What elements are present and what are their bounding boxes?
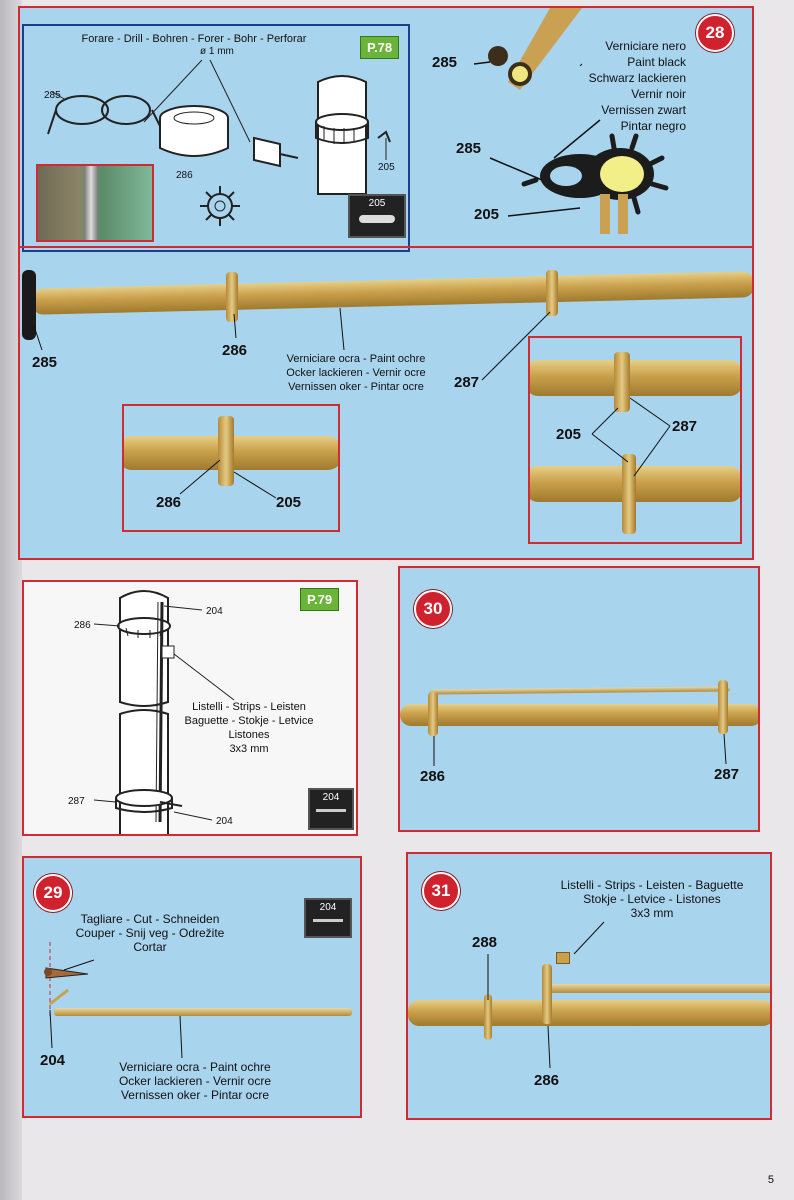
step-28-diagram (473, 8, 669, 234)
detail-label-205b: 205 (556, 426, 582, 443)
detail-inset-205-287: 205 287 (528, 336, 742, 544)
step-31-label-286: 286 (534, 1072, 560, 1089)
mast-strip-diagram (93, 590, 235, 834)
page-spine-shadow (0, 0, 22, 1200)
detail-ref-p78: P.78 (360, 36, 400, 59)
part-204-box-step29: 204 (304, 898, 352, 938)
part-286-label: 286 (176, 170, 193, 181)
mast-detail-photo (36, 164, 154, 242)
detail-inset-286-205: 286 205 (122, 404, 340, 532)
part-287-label-rod: 287 (454, 374, 480, 391)
detail-clamp-286 (218, 416, 234, 486)
part-286-label-rod: 286 (222, 342, 248, 359)
drill-instruction: Forare - Drill - Bohren - Forer - Bohr -… (81, 33, 307, 45)
detail-clamp-upper (614, 352, 630, 412)
step-30-panel: 30 286 287 (398, 566, 760, 832)
step-31-leaders (487, 921, 605, 1069)
step-29-number: 29 (34, 874, 72, 912)
step-30-label-286: 286 (420, 768, 446, 785)
part-285-callout-top: 285 (432, 54, 458, 71)
step-30-clamp-287 (718, 680, 728, 734)
strip-profile-square (556, 952, 570, 964)
step-30-clamp-286 (428, 692, 438, 736)
part-285-callout-mid: 285 (456, 140, 482, 157)
part-205-label: 205 (378, 162, 395, 173)
step-28-rod-leaders (33, 307, 551, 381)
part-204-box-mast: 204 (308, 788, 354, 830)
part-205-callout: 205 (474, 206, 500, 223)
mast-strip-panel: P.79 286 204 287 204 Listelli - Strips -… (22, 580, 358, 836)
step-31-label-288: 288 (472, 934, 498, 951)
step-30-leaders (433, 733, 727, 766)
detail-rod-upper (530, 360, 740, 396)
detail-label-287b: 287 (672, 418, 698, 435)
step-29-strip (54, 1008, 352, 1016)
step-30-label-287: 287 (714, 766, 740, 783)
clamp-286 (226, 272, 238, 322)
drill-detail-inset: Forare - Drill - Bohren - Forer - Bohr -… (22, 24, 410, 252)
detail-label-286: 286 (156, 494, 182, 511)
step-31-rod (408, 1000, 770, 1026)
part-285-label: 285 (44, 90, 61, 101)
step-31-panel: 31 Listelli - Strips - Leisten - Baguett… (406, 852, 772, 1120)
drill-size: ø 1 mm (200, 46, 234, 57)
step-30-number: 30 (414, 590, 452, 628)
step-31-clamp-288 (484, 994, 492, 1040)
drill-diagram (47, 59, 391, 226)
part-286-label-mast: 286 (74, 620, 91, 631)
detail-ref-p79: P.79 (300, 588, 340, 611)
step-29-part-label: 204 (40, 1052, 66, 1069)
part-204-label-bottom: 204 (216, 816, 233, 827)
step-30-rod (400, 704, 758, 726)
step-28-panel: Forare - Drill - Bohren - Forer - Bohr -… (18, 6, 754, 560)
step-31-strip (546, 984, 770, 993)
step-28-number: 28 (696, 14, 734, 52)
step-29-diagram (44, 942, 183, 1059)
detail-label-205: 205 (276, 494, 302, 511)
step-28-rod-section (20, 246, 752, 248)
page-number: 5 (767, 1174, 774, 1186)
detail-clamp-lower (622, 454, 636, 534)
part-285-label-rod: 285 (32, 354, 58, 371)
part-205-box: 205 (348, 194, 406, 238)
clamp-287 (546, 270, 558, 316)
step-31-clamp-286 (542, 964, 552, 1024)
detail-leaders-1 (179, 459, 277, 499)
part-287-label-mast: 287 (68, 796, 85, 807)
part-204-label-top: 204 (206, 606, 223, 617)
black-end-clamp (22, 270, 36, 340)
detail-leaders-2 (591, 397, 671, 477)
step-31-number: 31 (422, 872, 460, 910)
